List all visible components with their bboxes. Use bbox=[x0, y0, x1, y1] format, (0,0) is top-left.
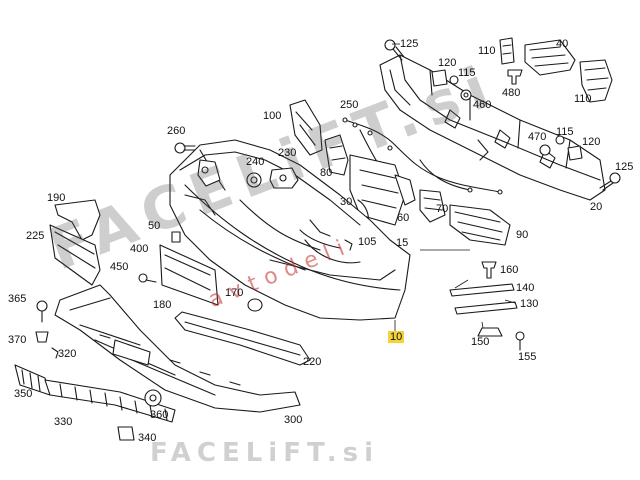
part-340 bbox=[117, 426, 135, 441]
plate-holder-400 bbox=[159, 244, 219, 306]
label-400: 400 bbox=[130, 243, 149, 255]
bracket-70 bbox=[419, 189, 446, 223]
label-370: 370 bbox=[8, 334, 27, 346]
bracket-110 bbox=[499, 37, 515, 65]
strip-140 bbox=[449, 283, 515, 297]
clip-370 bbox=[35, 331, 49, 343]
label-460: 460 bbox=[473, 99, 492, 111]
clip-105 bbox=[344, 239, 353, 251]
bolt-125-top bbox=[384, 39, 405, 61]
label-160: 160 bbox=[500, 264, 519, 276]
label-120-right: 120 bbox=[582, 136, 601, 148]
nut-115-right bbox=[555, 135, 565, 145]
clip-320 bbox=[51, 347, 59, 359]
bracket-90 bbox=[449, 204, 511, 246]
label-125-top: 125 bbox=[400, 38, 419, 50]
side-strip-225 bbox=[49, 224, 101, 286]
label-340: 340 bbox=[138, 432, 157, 444]
label-15: 15 bbox=[396, 237, 409, 249]
part-240 bbox=[246, 172, 262, 188]
nut-460 bbox=[460, 89, 472, 101]
bracket-120-right bbox=[567, 145, 583, 161]
label-50: 50 bbox=[148, 220, 161, 232]
cap-170 bbox=[247, 298, 263, 312]
label-60: 60 bbox=[397, 212, 410, 224]
label-10-highlight: 10 bbox=[388, 331, 405, 343]
label-225: 225 bbox=[26, 230, 45, 242]
label-30: 30 bbox=[340, 196, 353, 208]
label-180: 180 bbox=[153, 299, 172, 311]
grommet-150 bbox=[477, 327, 503, 337]
bumper-cover-10 bbox=[169, 139, 411, 321]
strip-130 bbox=[454, 301, 518, 315]
label-20: 20 bbox=[590, 201, 603, 213]
label-240: 240 bbox=[246, 156, 265, 168]
part-230 bbox=[269, 167, 299, 189]
label-90: 90 bbox=[516, 229, 529, 241]
label-170: 170 bbox=[225, 287, 244, 299]
lower-cover-300 bbox=[54, 284, 301, 413]
label-105: 105 bbox=[358, 236, 377, 248]
bolt-125-right bbox=[599, 172, 621, 191]
label-360: 360 bbox=[150, 409, 169, 421]
label-80: 80 bbox=[320, 167, 333, 179]
bolt-260 bbox=[174, 142, 196, 154]
label-330: 330 bbox=[54, 416, 73, 428]
stud-160 bbox=[481, 261, 497, 279]
bracket-80 bbox=[324, 134, 349, 176]
impact-beam bbox=[379, 54, 606, 201]
side-strip-190 bbox=[54, 199, 101, 241]
watermark-bottom: FACELiFT.si bbox=[150, 438, 380, 468]
nut-115-top bbox=[449, 75, 459, 85]
label-100: 100 bbox=[263, 110, 282, 122]
screw-365 bbox=[36, 300, 48, 323]
label-230: 230 bbox=[278, 147, 297, 159]
label-260: 260 bbox=[167, 125, 186, 137]
center-bracket-60 bbox=[349, 154, 416, 226]
label-125-right: 125 bbox=[615, 161, 634, 173]
label-110-right: 110 bbox=[574, 93, 592, 105]
label-350: 350 bbox=[14, 388, 33, 400]
label-115-right: 115 bbox=[556, 126, 574, 138]
label-190: 190 bbox=[47, 192, 66, 204]
wiring-harness-250 bbox=[342, 117, 503, 195]
bracket-100 bbox=[289, 99, 323, 156]
label-130: 130 bbox=[520, 298, 539, 310]
part-360 bbox=[144, 389, 162, 407]
part-50 bbox=[171, 231, 181, 243]
label-470: 470 bbox=[528, 131, 547, 143]
label-480: 480 bbox=[502, 87, 521, 99]
label-140: 140 bbox=[516, 282, 535, 294]
label-250: 250 bbox=[340, 99, 359, 111]
label-220: 220 bbox=[303, 356, 322, 368]
screw-155 bbox=[515, 331, 525, 351]
label-450: 450 bbox=[110, 261, 129, 273]
moulding-180 bbox=[174, 311, 311, 366]
label-155: 155 bbox=[518, 351, 537, 363]
label-120-top: 120 bbox=[438, 57, 457, 69]
screw-450 bbox=[138, 273, 157, 283]
label-150: 150 bbox=[471, 336, 490, 348]
label-40: 40 bbox=[556, 38, 569, 50]
clip-470 bbox=[539, 144, 551, 156]
bracket-40 bbox=[524, 39, 613, 103]
label-300: 300 bbox=[284, 414, 303, 426]
label-70: 70 bbox=[436, 203, 449, 215]
bracket-120-top bbox=[431, 69, 448, 87]
clip-480 bbox=[507, 69, 523, 85]
grille-330 bbox=[44, 379, 176, 423]
label-115-top: 115 bbox=[458, 67, 476, 79]
label-110-top: 110 bbox=[478, 45, 496, 57]
label-320: 320 bbox=[58, 348, 77, 360]
label-365: 365 bbox=[8, 293, 27, 305]
